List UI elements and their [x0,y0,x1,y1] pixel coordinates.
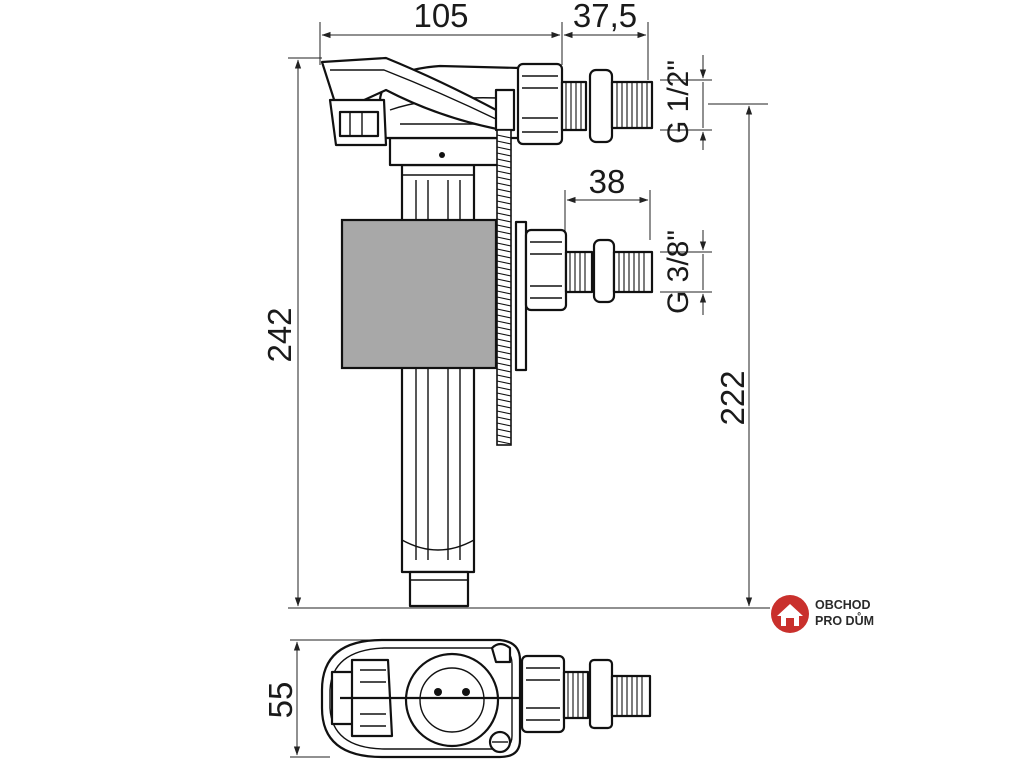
dim-inlet-offset-side: 38 [589,163,626,200]
valve-head [320,56,522,167]
dim-inlet-offset-top: 37,5 [573,0,637,34]
side-inlet-fitting [514,220,654,372]
top-inlet-fitting [516,62,654,146]
valve-top-view [320,638,652,759]
logo-text-line2: PRO DŮM [815,612,874,628]
dim-width-total: 105 [413,0,468,34]
dim-height-total: 242 [261,307,298,362]
float-block [340,218,498,370]
thread-label-side: G 3/8" [662,230,695,314]
dimension-labels: 105 37,5 38 242 222 55 G 1/2" G 3/8" [261,0,751,718]
shop-logo: OBCHOD PRO DŮM [771,595,874,633]
logo-text-line1: OBCHOD [815,598,871,612]
adjustment-rod [494,88,516,446]
valve-front-view [320,56,654,608]
dim-height-inlet: 222 [714,370,751,425]
dim-depth: 55 [262,682,299,719]
thread-label-top: G 1/2" [662,60,695,144]
dimension-lines [288,22,770,758]
